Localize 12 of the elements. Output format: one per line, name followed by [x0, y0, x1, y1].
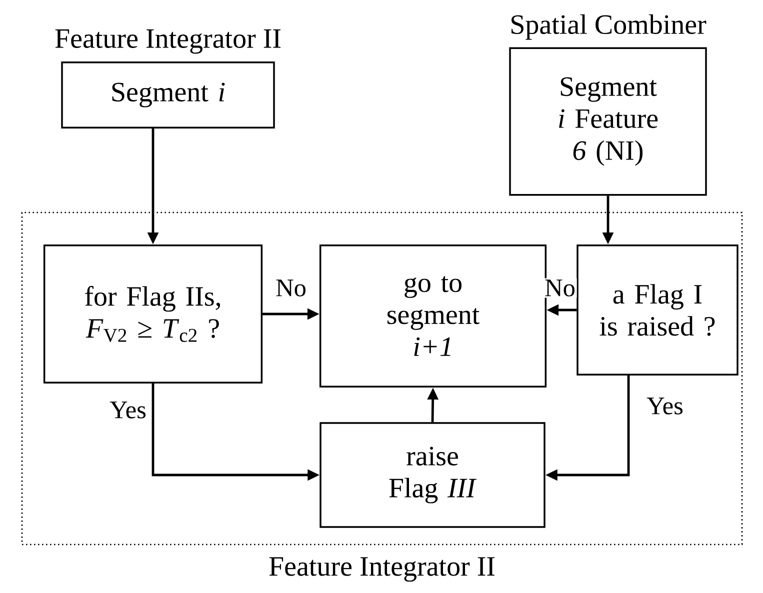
edge-label: No: [274, 278, 308, 298]
edge-label: Yes: [645, 396, 685, 416]
process-box: Feature Integrator II Segment i: [55, 29, 281, 129]
process-box: for Flag IIs, F$_{V2}$ ≥ T$_{c2}$ ?: [43, 244, 263, 384]
node-label: Feature Integrator II: [55, 29, 281, 54]
process-box: a Flag I is raised ?: [576, 244, 738, 376]
edge-label: No: [543, 278, 577, 298]
node-label: Spatial Combiner: [512, 14, 706, 40]
process-box: Spatial Combiner Segment i Feature 6 (NI): [509, 14, 707, 196]
node-label: Feature Integrator II: [269, 557, 495, 582]
process-box: raise Flag III: [320, 422, 546, 528]
edge-label: Yes: [108, 400, 148, 420]
